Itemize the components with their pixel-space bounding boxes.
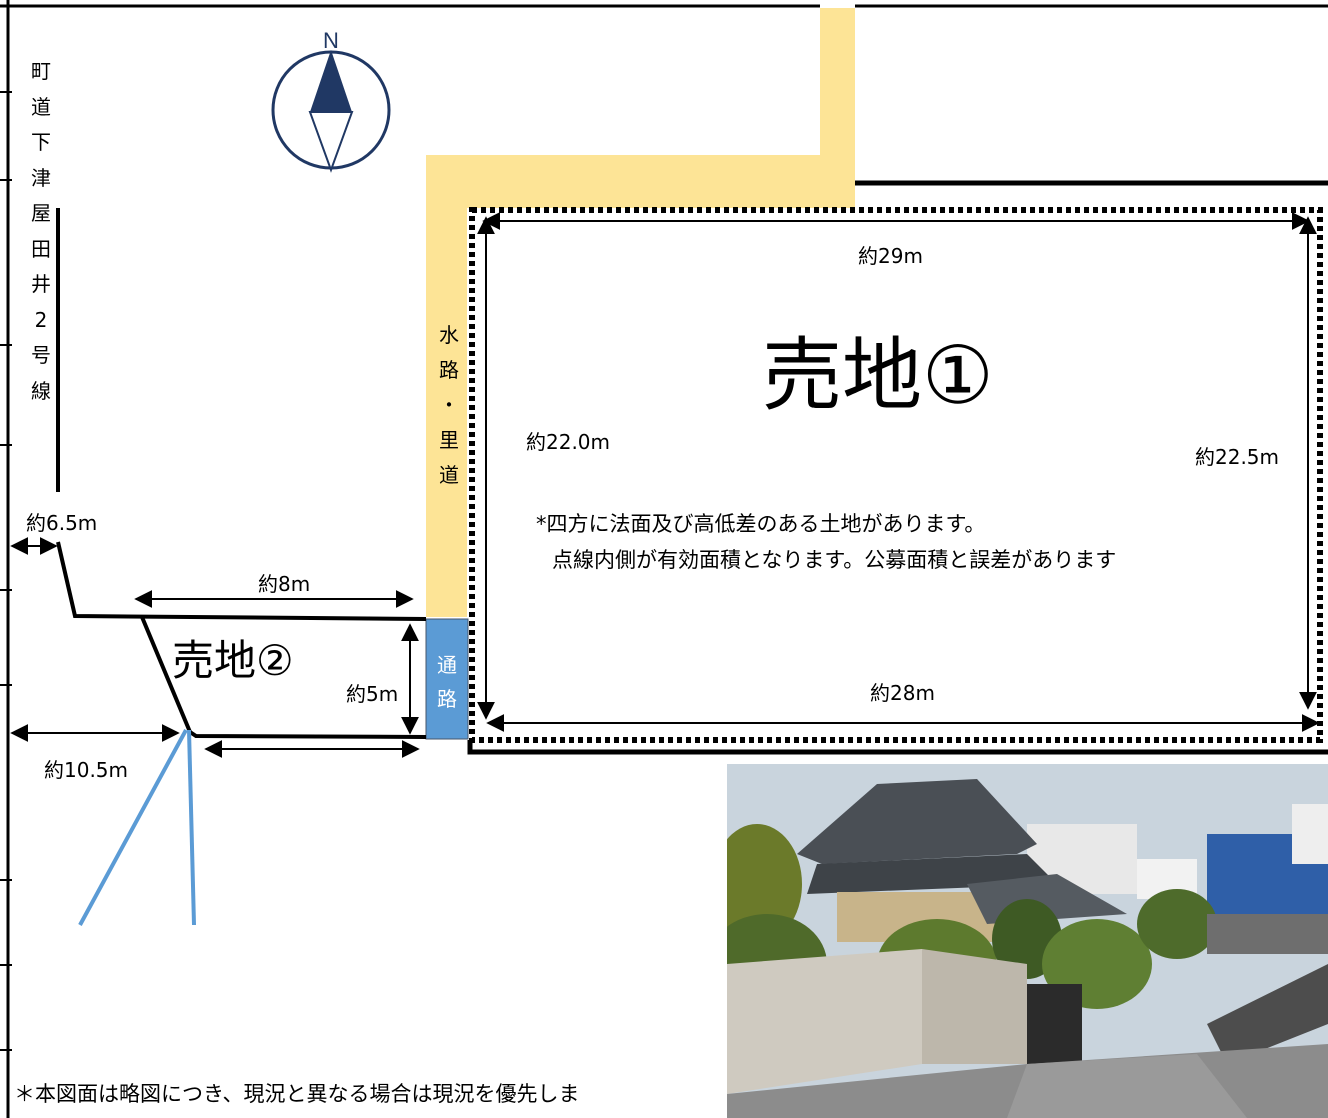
road-label: 町 道 下 津 屋 田 井 2 号 線: [30, 54, 52, 409]
road-label-char: 津: [31, 165, 51, 190]
lot1-top-width: 約29m: [858, 244, 923, 268]
passage-label: 通 路: [436, 648, 458, 716]
compass-north-label: N: [323, 28, 339, 53]
lot2-left-offset-top: 約6.5m: [26, 511, 98, 535]
lot1-left-depth: 約22.0m: [526, 430, 611, 454]
road-label-char: 町: [31, 59, 51, 83]
photo-view-lines: [78, 729, 196, 926]
lot2-boundary: [56, 541, 427, 621]
lot1-right-depth: 約22.5m: [1195, 445, 1280, 469]
road-label-char: 道: [31, 94, 51, 119]
lot2-title: 売地②: [172, 636, 294, 685]
road-label-char: 田: [31, 236, 51, 261]
lot2-boundary-bottom: [188, 730, 427, 739]
passage-label-char: 通: [437, 653, 457, 677]
waterway-band: [426, 8, 855, 617]
road-label-char: 井: [31, 272, 51, 296]
road-label-char: 線: [31, 378, 51, 403]
waterway-label-char: ・: [439, 393, 459, 417]
lot1-note-line1: *四方に法面及び高低差のある土地があります。: [536, 512, 986, 536]
passage-label-char: 路: [437, 687, 457, 711]
lot1-note-line2: 点線内側が有効面積となります。公募面積と誤差があります: [552, 548, 1117, 572]
road-label-char: 2: [34, 307, 48, 332]
compass-icon: [271, 50, 391, 173]
passage-block: [425, 618, 469, 740]
road-label-char: 下: [31, 130, 51, 154]
lot2-top-width: 約8m: [258, 572, 311, 596]
lot2-depth: 約5m: [346, 682, 399, 706]
waterway-label: 水 路 ・ 里 道: [438, 318, 460, 493]
lot2-left-offset-bottom: 約10.5m: [44, 758, 129, 782]
waterway-label-char: 水: [439, 323, 459, 347]
lot1-effective-area: [469, 207, 1323, 743]
road-label-char: 号: [31, 343, 51, 367]
site-photo: [727, 764, 1328, 1118]
lot1-bottom-width: 約28m: [870, 681, 935, 705]
lot2-boundary-left: [140, 616, 192, 733]
waterway-label-char: 里: [439, 428, 459, 452]
waterway-label-char: 路: [439, 358, 459, 382]
footer-note: ＊本図面は略図につき、現況と異なる場合は現況を優先しま: [14, 1082, 580, 1106]
road-label-char: 屋: [31, 201, 51, 225]
lot1-title: 売地①: [762, 329, 994, 422]
waterway-label-char: 道: [439, 463, 459, 487]
lot1-outer-boundary-bottom: [467, 740, 1328, 755]
